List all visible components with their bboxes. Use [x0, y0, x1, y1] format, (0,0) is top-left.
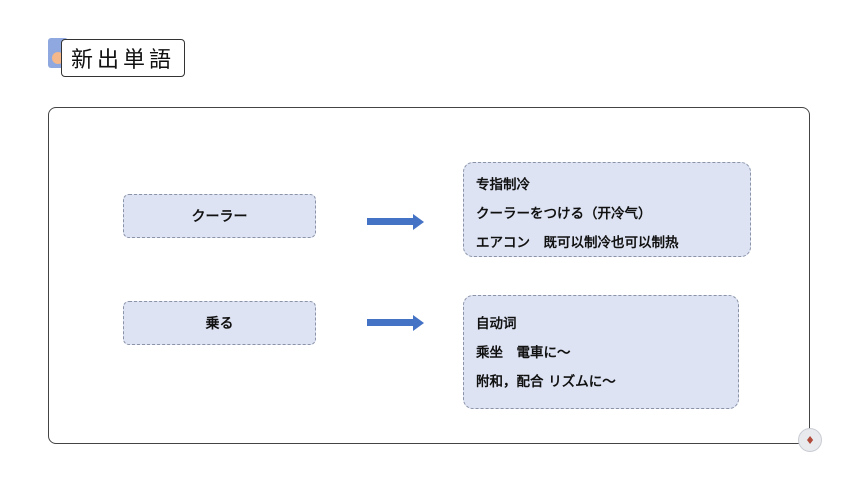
term-box-noru: 乗る	[123, 301, 316, 345]
slide-title-text: 新出単語	[71, 48, 176, 73]
definition-box-cooler: 专指制冷 クーラーをつける（开冷气） エアコン 既可以制冷也可以制热	[463, 162, 751, 257]
arrow-right-icon	[367, 214, 425, 230]
definition-box-noru: 自动词 乘坐 電車に～ 附和，配合 リズムに～	[463, 295, 739, 409]
definition-line: 专指制冷	[476, 177, 530, 193]
term-text: 乗る	[205, 316, 234, 332]
definition-line: クーラーをつける（开冷气）	[476, 206, 652, 222]
term-text: クーラー	[191, 209, 248, 225]
slide-title: 新出単語	[61, 39, 186, 77]
arrow-right-icon	[367, 315, 425, 331]
definition-line: 乘坐 電車に～	[476, 345, 571, 361]
term-box-cooler: クーラー	[123, 194, 316, 238]
definition-line: 附和，配合 リズムに～	[476, 374, 616, 390]
definition-line: エアコン 既可以制冷也可以制热	[476, 235, 679, 251]
book-icon[interactable]: ♦	[798, 428, 822, 452]
definition-line: 自动词	[476, 316, 517, 332]
